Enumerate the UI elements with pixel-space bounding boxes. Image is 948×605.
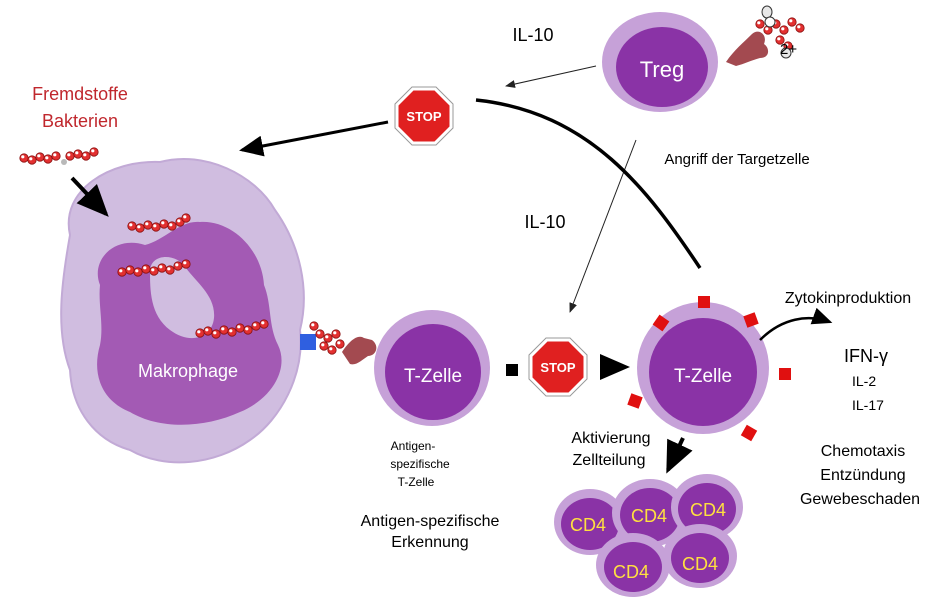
foreign-label-line2: Bakterien	[42, 111, 118, 131]
recognition-line2: Erkennung	[391, 534, 468, 551]
cytokine-ifn: IFN-γ	[844, 346, 888, 366]
treg-nucleus	[616, 27, 708, 107]
signal-dot	[506, 364, 518, 376]
treg-antigen	[755, 5, 805, 59]
tcr-receptor-a	[342, 336, 377, 365]
activation-markers	[627, 296, 791, 442]
recognition-line1: Antigen-spezifische	[361, 513, 500, 530]
il10-arrow-to-tcell	[569, 139, 637, 313]
activation-line2: Zellteilung	[573, 452, 646, 469]
bacteria-chain	[19, 147, 99, 165]
mhc-receptor	[300, 334, 316, 350]
tcell-antigen-specific: T-Zelle	[374, 310, 490, 426]
cd4-label-5: CD4	[682, 554, 718, 574]
il10-top-label: IL-10	[512, 25, 553, 45]
il10-mid-label: IL-10	[524, 212, 565, 232]
treg-label: Treg	[640, 57, 684, 82]
treg-receptor	[726, 31, 769, 66]
macrophage-label: Makrophage	[138, 361, 238, 381]
foreign-substances: Fremdstoffe Bakterien	[19, 84, 128, 217]
feedback-curve	[475, 98, 702, 269]
proliferation-arrow	[666, 437, 693, 474]
tcell-activated: T-Zelle	[637, 302, 769, 434]
activation-line1: Aktivierung	[571, 430, 650, 447]
cytokine-il2: IL-2	[852, 373, 876, 389]
tcell-a-nucleus	[385, 324, 481, 420]
cd4-cell-5: CD4	[663, 524, 737, 588]
feedback-arrow-to-macrophage	[239, 120, 389, 157]
tcell-b-nucleus	[649, 318, 757, 426]
cd4-label-1: CD4	[570, 515, 606, 535]
effects-line2: Entzündung	[820, 467, 905, 484]
treg-cell: Treg	[602, 12, 718, 112]
activation-triangle	[600, 354, 630, 380]
tcell-b-label: T-Zelle	[674, 366, 732, 387]
cd4-label-4: CD4	[613, 562, 649, 582]
cd4-cell-4: CD4	[596, 533, 670, 597]
uptake-arrow	[70, 176, 109, 217]
cd4-label-2: CD4	[631, 506, 667, 526]
cd4-cell-3: CD4	[671, 474, 743, 540]
cytokine-title: Zytokinproduktion	[785, 290, 911, 307]
tcell-a-caption-line2: spezifische	[390, 457, 450, 471]
cd4-cell-2: CD4	[612, 479, 688, 547]
effects-line1: Chemotaxis	[821, 443, 905, 460]
macrophage-cell: Makrophage	[60, 157, 305, 464]
stop-middle-label: STOP	[540, 360, 575, 375]
stop-sign-top: STOP	[394, 86, 454, 146]
tcell-a-label: T-Zelle	[404, 366, 462, 387]
cd4-cell-1: CD4	[554, 489, 626, 555]
cd4-label-3: CD4	[690, 500, 726, 520]
tcell-a-caption-line3: T-Zelle	[398, 475, 435, 489]
cytokine-il17: IL-17	[852, 397, 884, 413]
cytokine-arrow	[759, 307, 833, 341]
stop-top-label: STOP	[406, 109, 441, 124]
attack-label: Angriff der Targetzelle	[664, 151, 809, 168]
calcium-charge: 2+	[780, 41, 797, 58]
effects-line3: Gewebeschaden	[800, 491, 920, 508]
il10-arrow-to-stop	[505, 65, 597, 88]
stop-sign-middle: STOP	[528, 337, 588, 397]
tcell-a-caption-line1: Antigen-	[391, 439, 436, 453]
foreign-label-line1: Fremdstoffe	[32, 84, 128, 104]
